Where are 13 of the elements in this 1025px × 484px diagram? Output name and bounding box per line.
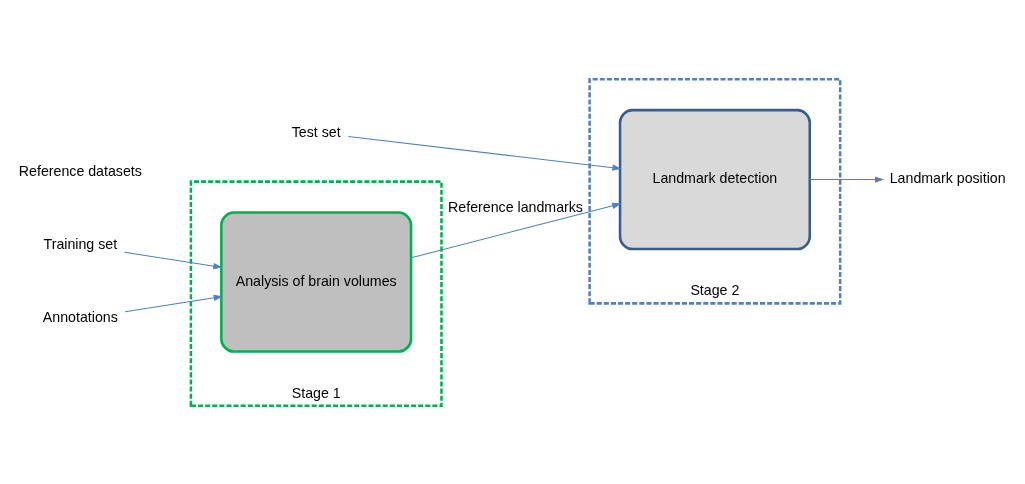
node-text: Test set [291,123,341,140]
node-box: Landmark detection [618,108,811,250]
node-text: Training set [43,235,118,252]
node-text: Landmark position [889,169,1006,186]
node-text: Annotations [42,308,118,325]
arrow [124,294,223,312]
arrow [809,175,885,183]
node-box: Analysis of brain volumes [220,210,413,353]
edge-label: Reference landmarks [448,198,583,215]
arrow [124,251,223,269]
label: Reference datasets [18,162,142,179]
arrow [347,135,622,171]
arrow [410,202,622,258]
